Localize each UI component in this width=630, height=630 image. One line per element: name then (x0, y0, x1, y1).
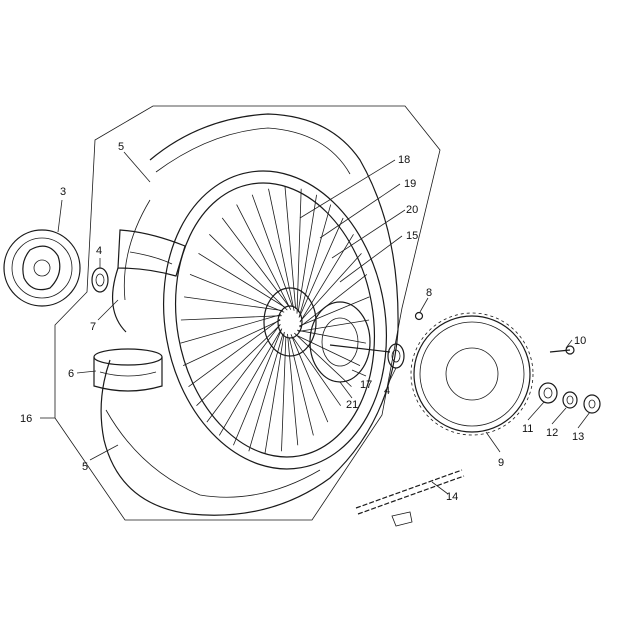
wheel-hub (263, 287, 391, 383)
spoke (290, 334, 329, 423)
spoke (188, 319, 281, 387)
callout-10: 10 (574, 335, 586, 347)
callout-7: 7 (90, 321, 96, 333)
callout-15: 15 (406, 230, 418, 242)
spoke (299, 253, 362, 322)
callout-14: 14 (446, 491, 458, 503)
left-bearing (91, 267, 109, 293)
spoke (296, 188, 302, 314)
callout-3: 3 (60, 186, 66, 198)
nut-13 (583, 394, 601, 414)
callout-4: 4 (96, 245, 102, 257)
spoke (297, 194, 317, 313)
spoke (196, 324, 281, 406)
spoke (218, 329, 282, 436)
callout-12: 12 (546, 427, 558, 439)
spoke (268, 188, 295, 311)
rim-band (93, 348, 163, 392)
callout-6: 6 (68, 368, 74, 380)
callout-5: 5 (118, 141, 124, 153)
drive-chain (355, 469, 465, 527)
callout-5b: 5 (82, 461, 88, 473)
spoke (209, 234, 288, 311)
washer-12 (562, 391, 578, 409)
tire (100, 113, 399, 516)
spoke (287, 333, 299, 446)
callout-16: 16 (20, 413, 32, 425)
callout-4b: 4 (384, 385, 390, 397)
spoke (297, 329, 366, 344)
spoke (198, 253, 286, 309)
spoke (264, 331, 285, 454)
brake-disc (3, 229, 81, 307)
bolt-10 (549, 345, 575, 355)
wheel-rim (162, 170, 388, 470)
spacer-11 (538, 382, 558, 404)
spoke (189, 274, 285, 313)
callout-11: 11 (522, 423, 533, 435)
callout-17: 17 (360, 379, 372, 391)
bolt-8 (414, 311, 424, 321)
spoke (294, 332, 352, 387)
assembly-frame (54, 105, 441, 521)
sprocket (410, 312, 534, 436)
spoke (236, 204, 292, 310)
callout-13: 13 (572, 431, 584, 443)
callout-leaders (40, 151, 591, 495)
spoke (248, 333, 284, 452)
spoke (183, 319, 281, 366)
spoke (180, 315, 282, 321)
callout-9: 9 (498, 457, 504, 469)
spoke (299, 234, 354, 323)
inner-tube (112, 229, 186, 333)
wheel-spokes (180, 186, 370, 454)
spoke (206, 323, 281, 423)
spoke (281, 336, 287, 452)
spoke (221, 217, 290, 307)
callout-labels: 3 4 5 7 6 16 5 18 19 20 15 17 4 21 8 10 … (20, 141, 586, 503)
callout-20: 20 (406, 204, 418, 216)
spoke (299, 274, 368, 328)
spoke (295, 334, 361, 366)
spoke (292, 336, 341, 406)
callout-8: 8 (426, 287, 432, 299)
callout-19: 19 (404, 178, 416, 190)
callout-18: 18 (398, 154, 410, 166)
spoke (298, 204, 332, 318)
spoke (298, 319, 370, 332)
spoke (288, 337, 314, 436)
callout-21: 21 (346, 399, 358, 411)
spoke (298, 296, 370, 327)
spoke (251, 194, 293, 307)
spoke (299, 217, 344, 317)
